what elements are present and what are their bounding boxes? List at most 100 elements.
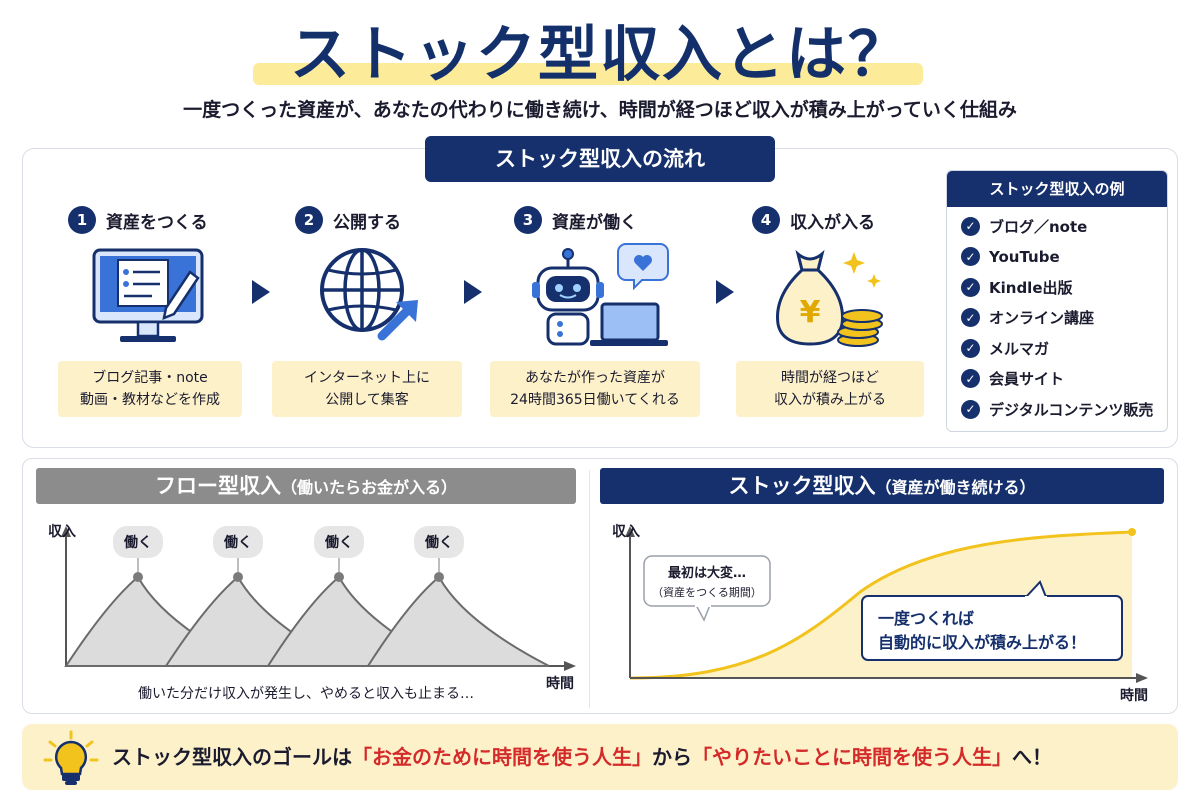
callout-hard-line1: 最初は大変… (668, 565, 746, 581)
title-area: ストック型収入とは？ (0, 6, 1200, 93)
goal-quote-freedom: 「やりたいことに時間を使う人生」 (692, 745, 1012, 769)
check-icon: ✓ (961, 369, 980, 389)
step-label: 収入が入る (790, 212, 875, 233)
x-axis-label: 時間 (1120, 687, 1148, 704)
example-label: メルマガ (989, 339, 1050, 358)
step-caption-3: あなたが作った資産が 24時間365日働いてくれる (490, 361, 700, 417)
callout-auto-tail (1025, 580, 1047, 598)
comparison-divider (589, 470, 590, 708)
flow-step-3: 3 資産が働く (514, 206, 714, 234)
example-item: ✓デジタルコンテンツ販売 (947, 394, 1167, 425)
x-axis-label: 時間 (546, 675, 574, 692)
page-title: ストック型収入とは？ (290, 20, 910, 90)
flow-income-title: フロー型収入（働いたらお金が入る） (36, 468, 576, 504)
svg-text:¥: ¥ (800, 295, 821, 330)
y-axis-label: 収入 (48, 523, 76, 540)
step-caption-2: インターネット上に 公開して集客 (272, 361, 462, 417)
caption-line: 24時間365日働いてくれる (510, 392, 680, 408)
flow-step-4: 4 収入が入る (752, 206, 952, 234)
x-axis-arrowhead (1136, 673, 1148, 683)
computer-document-pen-icon (92, 248, 204, 342)
goal-banner: ストック型収入のゴールは「お金のために時間を使う人生」から「やりたいことに時間を… (22, 724, 1178, 790)
stock-income-chart: 収入 時間 最初は大変… （資産をつくる期間） 一度つくれば 自動的に収入が積み… (612, 523, 1148, 704)
step-label: 資産をつくる (106, 212, 208, 233)
step-caption-4: 時間が経つほど 収入が積み上がる (736, 361, 924, 417)
check-icon: ✓ (961, 338, 980, 358)
check-icon: ✓ (961, 308, 980, 328)
lightbulb-icon (43, 730, 99, 785)
step-number: 1 (68, 206, 96, 234)
flow-arrow (252, 280, 270, 304)
examples-box: ストック型収入の例 ✓ ブログ／note ✓ YouTube ✓ Kindle出版 ✓ オンラ… (946, 170, 1168, 432)
callout-auto-bubble (861, 595, 1123, 661)
example-label: デジタルコンテンツ販売 (989, 400, 1154, 419)
globe-arrow-icon (320, 248, 418, 341)
callout-auto-line2: 自動的に収入が積み上がる！ (878, 633, 1086, 652)
flow-step-1: 1 資産をつくる (68, 206, 268, 234)
stock-income-title-text: ストック型収入 (728, 474, 876, 498)
caption-line: 動画・教材などを作成 (80, 392, 220, 408)
callout-hard-line2: （資産をつくる期間） (652, 586, 762, 599)
callout-hard-tail-mask (695, 602, 711, 607)
caption-line: 時間が経つほど (781, 370, 879, 386)
goal-quote-money: 「お金のために時間を使う人生」 (352, 745, 652, 769)
check-icon: ✓ (961, 216, 980, 236)
step-number: 4 (752, 206, 780, 234)
example-item: ✓ Kindle出版 (947, 272, 1167, 303)
examples-list: ✓ブログ／note✓YouTube✓Kindle出版✓オンライン講座✓メルマガ✓… (947, 207, 1167, 425)
y-axis-label: 収入 (612, 523, 640, 540)
callout-hard-tail (695, 604, 711, 622)
caption-line: 公開して集客 (325, 392, 409, 408)
step-label: 公開する (333, 212, 401, 233)
work-bubble (414, 526, 464, 558)
flow-income-title-note: （働いたらお金が入る） (280, 478, 457, 497)
page-subtitle: 一度つくった資産が、あなたの代わりに働き続け、時間が経つほど収入が積み上がってい… (183, 99, 1017, 121)
goal-suffix: へ！ (1012, 745, 1052, 769)
callout-auto-line1: 一度つくれば (878, 609, 974, 628)
example-label: Kindle出版 (989, 278, 1073, 297)
caption-line: 収入が積み上がる (774, 392, 886, 408)
flow-arrow (464, 280, 482, 304)
y-axis-arrowhead (61, 526, 71, 537)
work-bubble-label: 働く (324, 534, 353, 551)
peak-dot (133, 572, 143, 582)
flow-income-chart: 収入 時間 働く働く働く働く 働いた分だけ収入が発生し、やめると収入も止まる… (48, 523, 576, 702)
flow-arrow (716, 280, 734, 304)
example-label: YouTube (989, 247, 1060, 266)
step-number: 3 (514, 206, 542, 234)
stock-income-title: ストック型収入（資産が働き続ける） (600, 468, 1164, 504)
peak-dot (434, 572, 444, 582)
example-label: ブログ／note (989, 217, 1088, 236)
examples-title: ストック型収入の例 (947, 171, 1167, 207)
flow-section-title: ストック型収入の流れ (425, 136, 775, 182)
callout-auto-tail-mask (1025, 596, 1047, 600)
example-label: 会員サイト (989, 370, 1065, 389)
step-label: 資産が働く (552, 212, 637, 233)
caption-line: インターネット上に (304, 370, 430, 386)
curve-end-point (1128, 528, 1136, 536)
example-item: ✓ ブログ／note (947, 211, 1167, 242)
flow-peaks: 働く働く働く働く (64, 526, 550, 667)
peak-dot (334, 572, 344, 582)
flow-income-title-text: フロー型収入 (154, 474, 281, 498)
caption-line: あなたが作った資産が (525, 370, 665, 386)
check-icon: ✓ (961, 247, 980, 267)
flow-step-2: 2 公開する (295, 206, 495, 234)
x-axis-arrowhead (564, 661, 576, 671)
flow-income-peak (366, 575, 550, 667)
step-number: 2 (295, 206, 323, 234)
work-bubble-label: 働く (223, 534, 252, 551)
example-item: ✓ メルマガ (947, 333, 1167, 364)
goal-mid: から (652, 745, 692, 769)
peak-dot (233, 572, 243, 582)
title-highlight (253, 63, 923, 85)
check-icon: ✓ (961, 277, 980, 297)
stock-income-title-note: （資産が働き続ける） (875, 478, 1036, 497)
example-label: オンライン講座 (989, 309, 1095, 328)
work-bubble (314, 526, 364, 558)
y-axis-arrowhead (625, 526, 635, 537)
robot-laptop-icon (532, 243, 669, 346)
goal-prefix: ストック型収入のゴールは (112, 745, 352, 769)
example-item: ✓ YouTube (947, 242, 1167, 273)
stock-growth-curve (629, 530, 1133, 680)
